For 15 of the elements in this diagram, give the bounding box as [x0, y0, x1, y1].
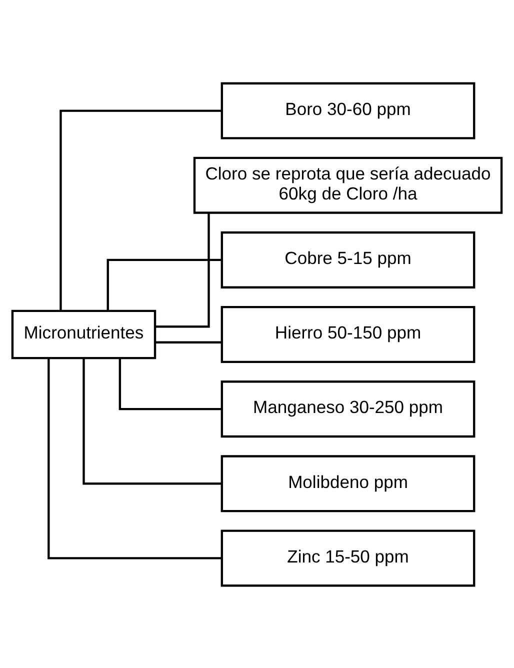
node-box: Hierro 50-150 ppm	[220, 305, 476, 363]
node-box: Cloro se reprota que sería adecuado 60kg de Cloro /ha	[193, 156, 503, 214]
connector	[155, 340, 222, 343]
node-box: Manganeso 30-250 ppm	[220, 380, 476, 438]
connector	[118, 358, 222, 410]
node-box: Boro 30-60 ppm	[220, 82, 476, 139]
connector	[60, 109, 222, 310]
connector	[106, 258, 222, 310]
node-box: Molibdeno ppm	[220, 454, 476, 512]
connector	[82, 358, 222, 484]
node-box: Cobre 5-15 ppm	[220, 230, 476, 288]
node-box: Micronutrientes	[11, 309, 156, 359]
connector	[155, 212, 210, 328]
connector	[48, 358, 222, 559]
node-box: Zinc 15-50 ppm	[220, 529, 476, 586]
